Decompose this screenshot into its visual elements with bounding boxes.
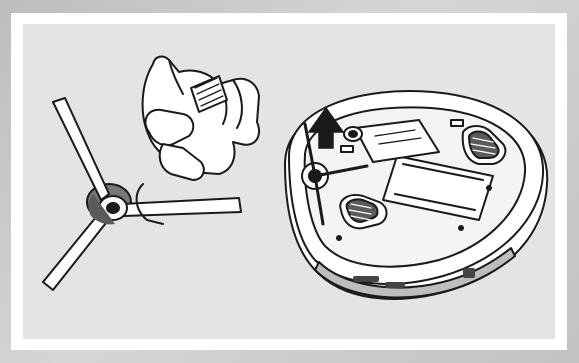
brush-arm-top xyxy=(53,98,109,200)
brush-arm-right xyxy=(121,198,241,216)
instruction-illustration xyxy=(23,24,555,339)
white-border-panel xyxy=(11,13,567,350)
hand-illustration xyxy=(137,57,259,224)
illustration-canvas xyxy=(23,24,555,339)
